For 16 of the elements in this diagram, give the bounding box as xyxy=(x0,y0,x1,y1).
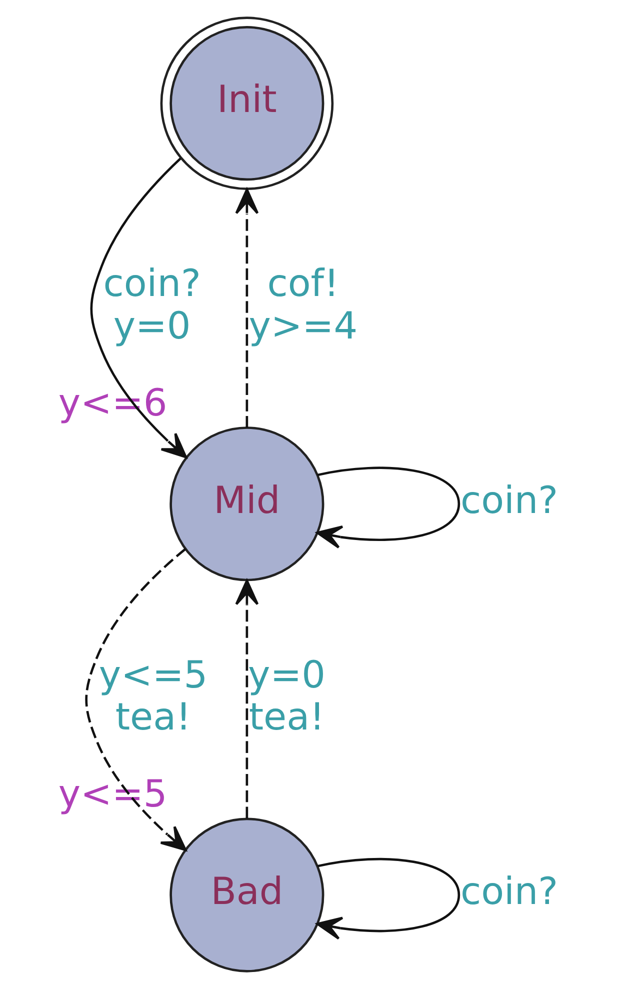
arrow xyxy=(235,188,259,428)
edge-label: coin? xyxy=(460,868,558,913)
arrow xyxy=(90,158,188,458)
edge-label: coin? y=0 xyxy=(103,261,201,348)
edge-label: y<=5 tea! xyxy=(98,652,208,738)
node-circle: Init xyxy=(160,16,334,190)
node-circle: Bad xyxy=(170,818,324,972)
arrow xyxy=(85,548,187,852)
edge-label: coin? xyxy=(460,478,558,522)
arrow xyxy=(316,466,460,549)
edge-label: cof! y>=4 xyxy=(248,261,358,348)
node-label: y<=5 xyxy=(58,772,168,816)
arrow xyxy=(316,858,460,940)
arrow xyxy=(235,580,259,818)
node-circle: Mid xyxy=(170,426,324,582)
edge-label: y=0 tea! xyxy=(248,652,326,738)
